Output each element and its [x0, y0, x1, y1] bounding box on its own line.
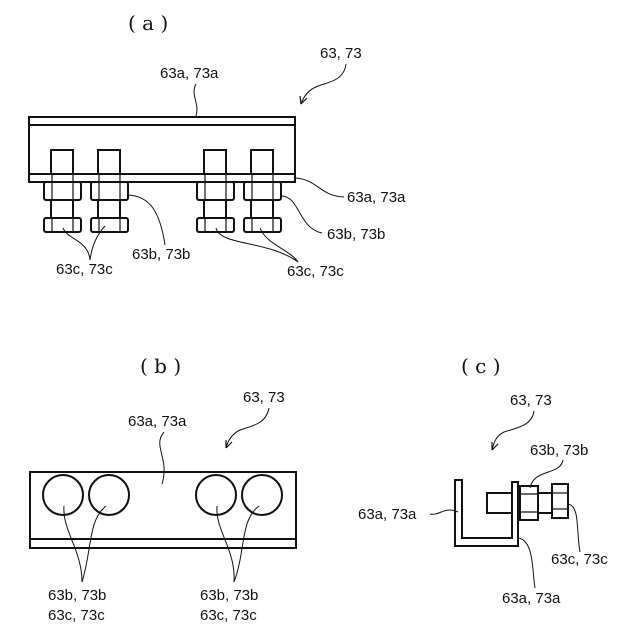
panel-a-cap-left-label: 63c, 73c: [56, 261, 113, 278]
panel-b-caption: ( b ): [140, 354, 181, 378]
panel-b: ( b ) 63, 73 63a, 73a 63b, 73b 63c, 73c …: [30, 354, 296, 624]
panel-b-assembly-label: 63, 73: [243, 389, 285, 406]
panel-b-holes-right-line1: 63b, 73b: [200, 587, 258, 604]
panel-b-bolt-hole: [43, 475, 83, 515]
panel-b-holes-right-line2: 63c, 73c: [200, 607, 257, 624]
panel-a-bolt: [244, 150, 281, 232]
panel-a-plate-right-leader: [296, 178, 344, 197]
panel-a-assembly-label: 63, 73: [320, 45, 362, 62]
panel-a-bolt: [91, 150, 128, 232]
panel-a-bolt: [44, 150, 81, 232]
panel-c-assembly-label: 63, 73: [510, 392, 552, 409]
panel-a-arrow-icon: [300, 96, 307, 104]
panel-a-bolt: [197, 150, 234, 232]
panel-c-caption: ( c ): [461, 354, 501, 378]
panel-a-nut-middle-label: 63b, 73b: [132, 246, 190, 263]
panel-c-assembly-leader: [492, 411, 534, 450]
panel-a-nut-right-leader: [281, 196, 322, 233]
panel-b-plate-top-label: 63a, 73a: [128, 413, 187, 430]
panel-b-bolt-hole: [242, 475, 282, 515]
panel-b-plate-top-leader: [160, 432, 164, 484]
panel-a-plate-right-label: 63a, 73a: [347, 189, 406, 206]
panel-a-nut-right-label: 63b, 73b: [327, 226, 385, 243]
panel-a: ( a ) 63, 73 63a, 73a: [29, 11, 406, 280]
panel-a-nut-middle-leader: [128, 195, 165, 245]
panel-c-cap: [552, 484, 568, 518]
panel-c-nut: [520, 486, 538, 520]
panel-b-bolt-hole: [89, 475, 129, 515]
panel-a-caption: ( a ): [128, 11, 168, 35]
panel-a-assembly-leader: [301, 64, 346, 104]
panel-b-holes-left-leader: [64, 506, 106, 582]
panel-b-holes-left-line1: 63b, 73b: [48, 587, 106, 604]
panel-c-cap-leader: [568, 504, 580, 552]
panel-c: ( c ) 63, 73 63b, 73b 63a, 73a 63c, 73c …: [358, 354, 608, 607]
panel-c-bracket-left-label: 63a, 73a: [358, 506, 417, 523]
panel-a-plate-top-leader: [194, 84, 197, 116]
panel-c-nut-label: 63b, 73b: [530, 442, 588, 459]
panel-c-bracket-left-leader: [430, 510, 458, 514]
panel-a-cap-right-label: 63c, 73c: [287, 263, 344, 280]
panel-a-cap-right-leader: [216, 228, 298, 262]
panel-c-cap-label: 63c, 73c: [551, 551, 608, 568]
panel-b-plate: [30, 472, 296, 548]
panel-b-holes-right-leader: [217, 506, 259, 582]
panel-c-bracket-bottom-leader: [518, 538, 535, 588]
panel-b-holes-left-line2: 63c, 73c: [48, 607, 105, 624]
panel-b-bolt-hole: [196, 475, 236, 515]
panel-c-bolt-shank: [487, 493, 512, 513]
panel-a-plate-top-label: 63a, 73a: [160, 65, 219, 82]
panel-c-bracket-bottom-label: 63a, 73a: [502, 590, 561, 607]
panel-b-assembly-leader: [226, 408, 269, 448]
